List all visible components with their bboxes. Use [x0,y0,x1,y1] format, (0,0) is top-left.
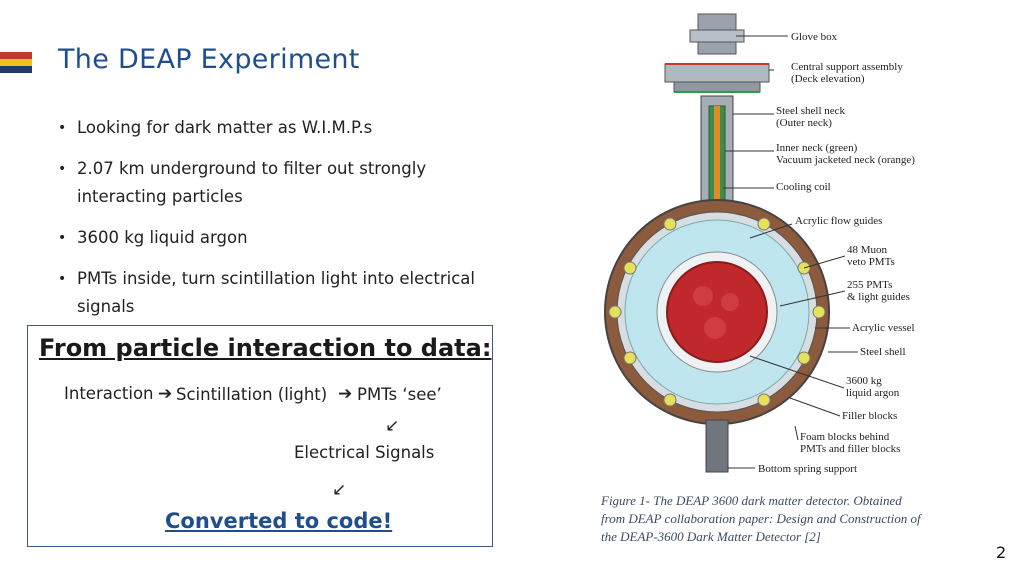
arrow-down-left-icon: ↙ [385,416,400,436]
label-pmts-2: & light guides [847,291,910,303]
bullet-item: Looking for dark matter as W.I.M.P.s [58,114,478,142]
label-acrylic-flow: Acrylic flow guides [795,215,882,227]
label-muon: 48 Muon [847,244,888,256]
label-acrylic-vessel: Acrylic vessel [852,322,915,334]
deap-detector-diagram: Glove box Central support assembly (Deck… [604,13,915,475]
slide-title: The DEAP Experiment [58,44,360,75]
bullet-list: Looking for dark matter as W.I.M.P.s 2.0… [58,114,478,334]
flow-electrical: Electrical Signals [294,443,435,462]
label-steel-neck: Steel shell neck [776,105,846,117]
box-heading: From particle interaction to data: [39,334,492,362]
label-foam: Foam blocks behind [800,431,890,443]
label-filler-blocks: Filler blocks [842,410,897,422]
label-foam-2: PMTs and filler blocks [800,443,900,455]
label-central-support-2: (Deck elevation) [791,73,865,85]
label-glove-box: Glove box [791,31,838,43]
arrow-right-icon: ➔ [338,384,353,404]
arrow-down-left-icon: ↙ [332,480,347,500]
accent-stripes [0,52,32,73]
label-pmts: 255 PMTs [847,279,892,291]
converted-to-code: Converted to code! [165,509,393,533]
flow-scintillation: Scintillation (light) [176,385,328,404]
flow-pmts: PMTs ‘see’ [357,385,442,404]
argon-vessel-shape [666,261,768,363]
bottom-support-shape [705,419,729,473]
flow-interaction: Interaction [64,384,154,403]
label-bottom-spring: Bottom spring support [758,463,857,475]
data-flow-box: From particle interaction to data: Inter… [27,325,493,547]
arrow-right-icon: ➔ [158,384,173,404]
bullet-item: 3600 kg liquid argon [58,224,478,252]
label-cooling-coil: Cooling coil [776,181,831,193]
figure-caption: Figure 1- The DEAP 3600 dark matter dete… [601,493,921,544]
label-argon: 3600 kg [846,375,882,387]
label-steel-neck-2: (Outer neck) [776,117,832,129]
label-muon-2: veto PMTs [847,256,895,268]
label-inner-neck: Inner neck (green) [776,142,858,154]
label-argon-2: liquid argon [846,387,900,399]
label-inner-neck-2: Vacuum jacketed neck (orange) [776,154,915,166]
bullet-item: PMTs inside, turn scintillation light in… [58,265,478,321]
central-support-shape [664,63,770,83]
page-number: 2 [996,543,1007,562]
bullet-item: 2.07 km underground to filter out strong… [58,155,478,211]
label-steel-shell: Steel shell [860,346,906,358]
label-central-support: Central support assembly [791,61,903,73]
